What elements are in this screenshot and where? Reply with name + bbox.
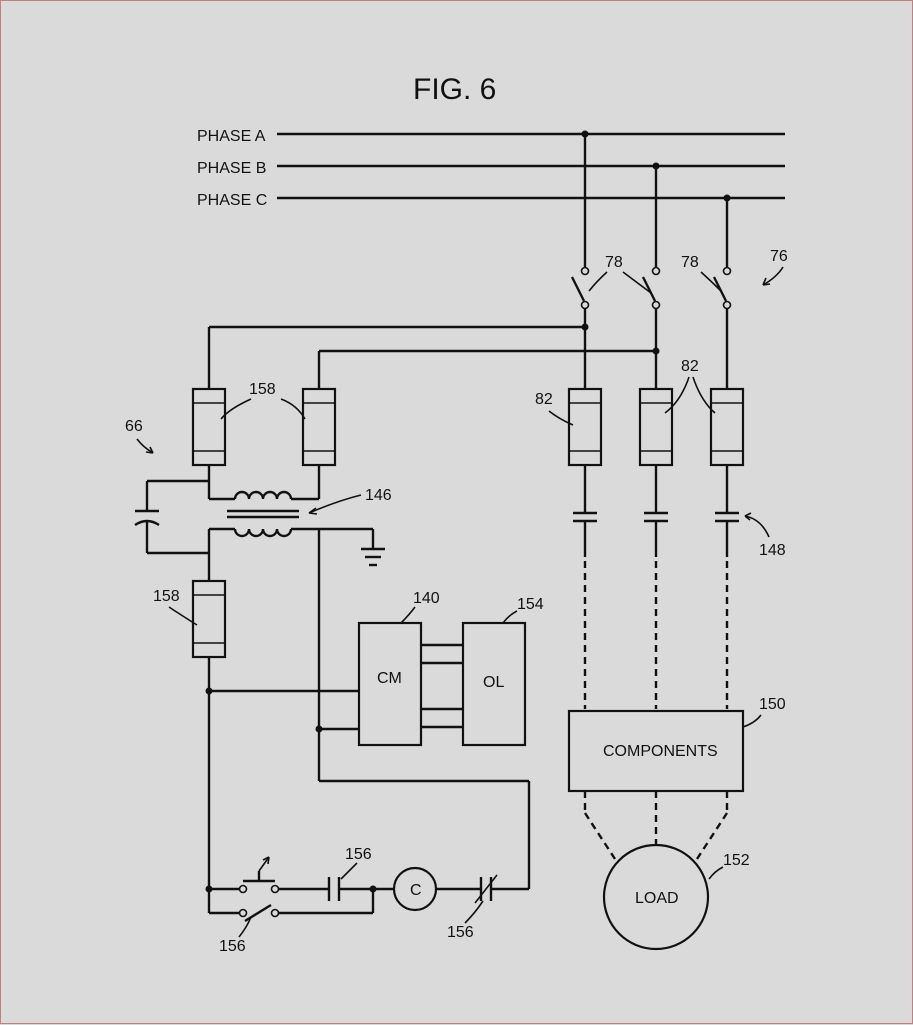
ref-148: 148 [759, 542, 786, 559]
disconnect-switches: 78 78 76 [570, 134, 788, 389]
control-wiring [205, 529, 531, 889]
ref-78: 78 [681, 254, 699, 271]
ref-154: 154 [517, 596, 544, 613]
fuse-158-left [191, 387, 227, 467]
ref-82: 82 [681, 358, 699, 375]
phase-a-label: PHASE A [197, 128, 266, 145]
ref-140: 140 [413, 590, 440, 607]
phase-b-label: PHASE B [197, 160, 266, 177]
phase-bus: PHASE A PHASE B PHASE C [197, 128, 785, 209]
ref-158: 158 [249, 381, 276, 398]
control-module-blocks: CM OL 140 154 [357, 590, 544, 747]
ref-76: 76 [770, 248, 788, 265]
phase-c-label: PHASE C [197, 192, 267, 209]
fuse-158-lower: 158 [153, 579, 227, 659]
ol-label: OL [483, 674, 504, 691]
ref-156: 156 [447, 924, 474, 941]
ref-152: 152 [723, 852, 750, 869]
components-block: COMPONENTS 150 [567, 696, 786, 793]
ref-156: 156 [345, 846, 372, 863]
fuse-82-b [638, 387, 674, 467]
load-label: LOAD [635, 890, 679, 907]
components-label: COMPONENTS [603, 743, 718, 760]
contactor-contacts-148: 148 [573, 465, 786, 709]
ref-66: 66 [125, 418, 143, 435]
start-stop-circuit: C 156 156 156 [205, 846, 529, 955]
ref-156: 156 [219, 938, 246, 955]
fuse-158-right [301, 387, 337, 467]
ref-82: 82 [535, 391, 553, 408]
fuse-82-c [709, 387, 745, 467]
cm-label: CM [377, 670, 402, 687]
control-taps [207, 323, 660, 389]
load-motor: LOAD 152 [583, 791, 750, 951]
ref-158: 158 [153, 588, 180, 605]
coil-c-label: C [410, 882, 422, 899]
figure-title: FIG. 6 [413, 73, 496, 106]
fuse-82-a [567, 387, 603, 467]
ref-78: 78 [605, 254, 623, 271]
control-transformer-146: 146 [134, 465, 392, 581]
ref-146: 146 [365, 487, 392, 504]
ref-150: 150 [759, 696, 786, 713]
